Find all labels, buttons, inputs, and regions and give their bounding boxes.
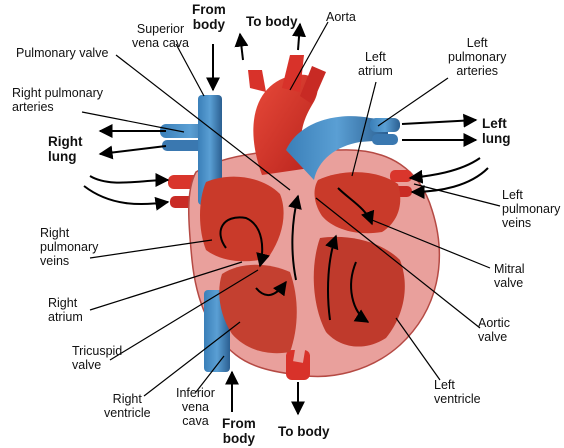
aorta-branch-left xyxy=(248,70,266,92)
label-aorta: Aorta xyxy=(326,10,356,24)
label-to-body-bottom: To body xyxy=(278,424,330,439)
label-to-body-top: To body xyxy=(246,14,298,29)
right-atrium-chamber xyxy=(200,177,284,262)
label-pulmonary-valve: Pulmonary valve xyxy=(16,46,108,60)
left-pulmonary-arteries xyxy=(370,118,400,145)
